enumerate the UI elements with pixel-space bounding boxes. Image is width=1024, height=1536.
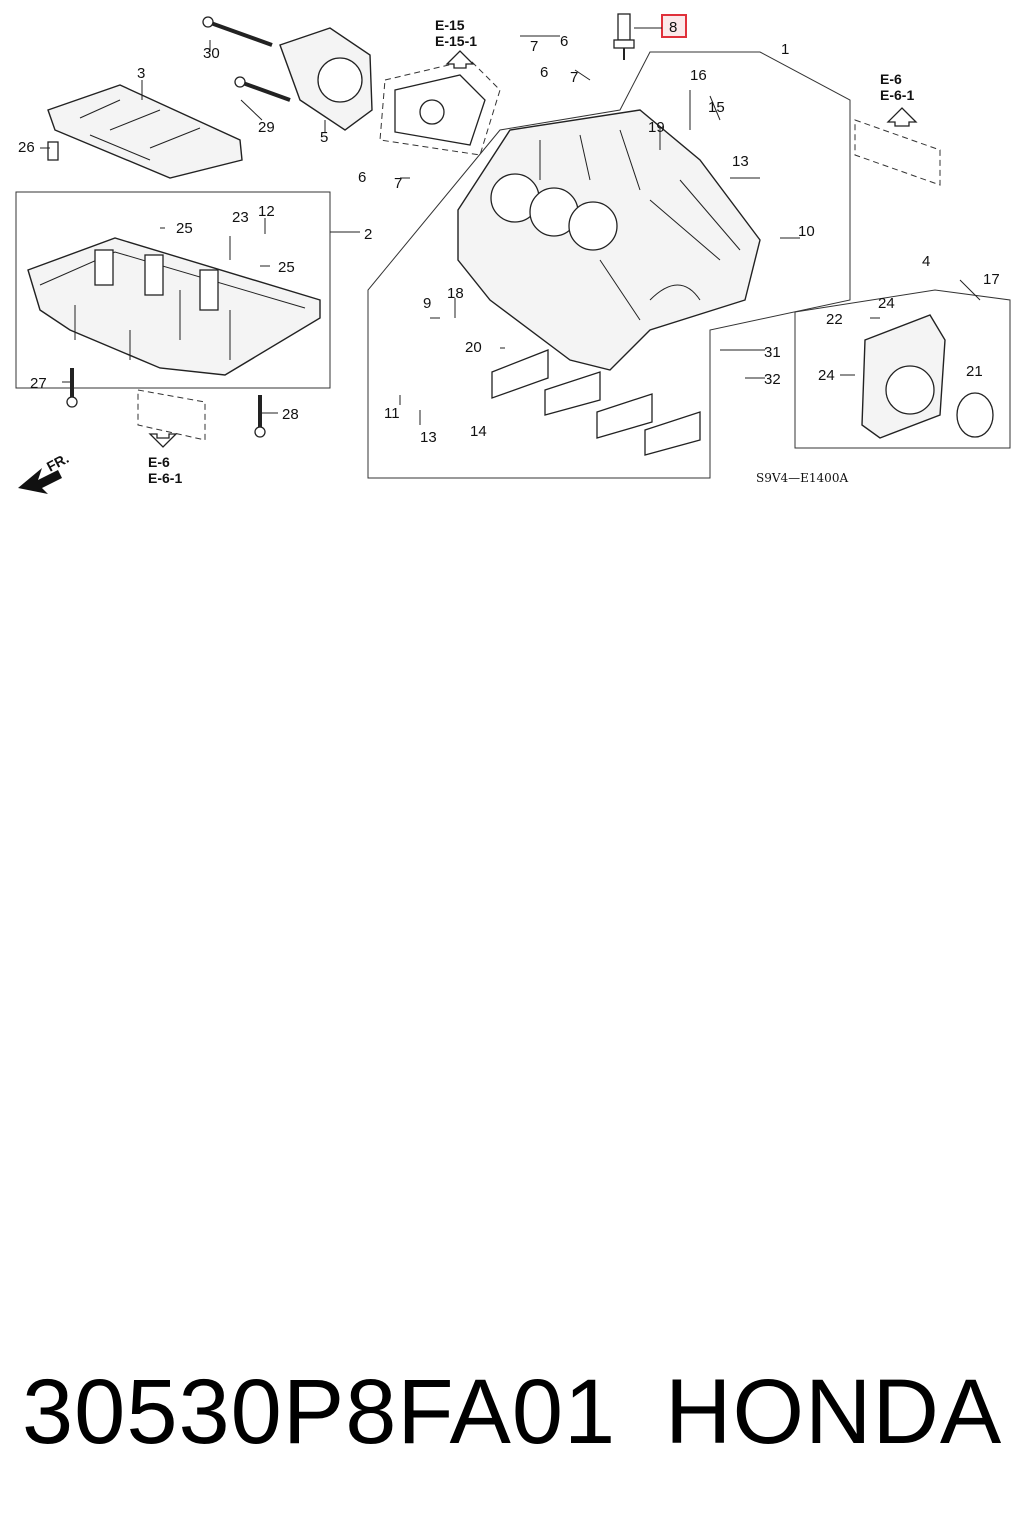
callout-6b: 6 (540, 64, 548, 81)
callout-28: 28 (282, 406, 299, 423)
callout-21: 21 (966, 363, 983, 380)
callout-11: 11 (384, 405, 400, 422)
bolt-29 (234, 76, 291, 102)
callout-4: 4 (922, 253, 930, 270)
callout-7c: 7 (394, 175, 402, 192)
ref-right-arrow (886, 107, 918, 127)
ref-bottom-line2: E-6-1 (148, 470, 182, 486)
callout-14: 14 (470, 423, 487, 440)
callout-16: 16 (690, 67, 707, 84)
callout-5: 5 (320, 129, 328, 146)
front-direction-arrow (18, 468, 62, 494)
callout-2: 2 (364, 226, 372, 243)
rear-cover-group-frame (794, 289, 1011, 449)
main-bearing-caps (491, 349, 701, 456)
ref-top-arrow (445, 50, 475, 69)
callout-6c: 6 (358, 169, 366, 186)
callout-25a: 25 (176, 220, 193, 237)
ref-bottom-arrow (148, 433, 178, 448)
callout-6a: 6 (560, 33, 568, 50)
callout-7b: 7 (570, 69, 578, 86)
callout-8: 8 (669, 19, 677, 36)
callout-23: 23 (232, 209, 249, 226)
bolt-dashed-box-bottom (137, 389, 206, 441)
callout-7a: 7 (530, 38, 538, 55)
callout-10: 10 (798, 223, 815, 240)
bolt-26 (47, 141, 59, 161)
callout-30: 30 (203, 45, 220, 62)
ref-right-line2: E-6-1 (880, 87, 914, 103)
front-label: FR. (44, 450, 71, 475)
ref-top-line1: E-15 (435, 17, 465, 33)
callout-29: 29 (258, 119, 275, 136)
oil-pan-group-frame (15, 191, 331, 389)
callout-1: 1 (781, 41, 789, 58)
callout-9: 9 (423, 295, 431, 312)
callout-24a: 24 (878, 295, 895, 312)
callout-22: 22 (826, 311, 843, 328)
callout-31: 31 (764, 344, 781, 361)
callout-20: 20 (465, 339, 482, 356)
diagram-code: S9V4—E1400A (756, 471, 848, 485)
callout-12: 12 (258, 203, 275, 220)
part-number: 30530P8FA01 (22, 1361, 617, 1463)
engine-block-group-frame (367, 51, 851, 479)
callout-13b: 13 (420, 429, 437, 446)
callout-15: 15 (708, 99, 725, 116)
highlight-box (661, 14, 687, 38)
ref-top-line2: E-15-1 (435, 33, 477, 49)
brand-name: HONDA (665, 1361, 1003, 1463)
callout-26: 26 (18, 139, 35, 156)
bolt-30 (202, 16, 273, 47)
oil-seal (956, 392, 994, 438)
callout-3: 3 (137, 65, 145, 82)
callout-25b: 25 (278, 259, 295, 276)
callout-18: 18 (447, 285, 464, 302)
callout-32: 32 (764, 371, 781, 388)
bolt-27 (66, 368, 78, 408)
exploded-parts-diagram: 1 2 3 4 5 6 6 6 7 7 7 8 9 10 11 12 13 13… (15, 13, 1011, 494)
bolt-28 (254, 395, 266, 438)
oil-pan (27, 237, 321, 376)
baffle-plate (47, 84, 243, 179)
callout-17: 17 (983, 271, 1000, 288)
oil-pressure-sensor (613, 13, 635, 60)
callout-27: 27 (30, 375, 47, 392)
ref-right-line1: E-6 (880, 71, 902, 87)
callout-19: 19 (648, 119, 665, 136)
ref-bottom-line1: E-6 (148, 454, 170, 470)
callout-13a: 13 (732, 153, 749, 170)
callout-24b: 24 (818, 367, 835, 384)
bolt-dashed-box-right (854, 119, 941, 186)
footer: 30530P8FA01 HONDA (0, 1360, 1024, 1490)
